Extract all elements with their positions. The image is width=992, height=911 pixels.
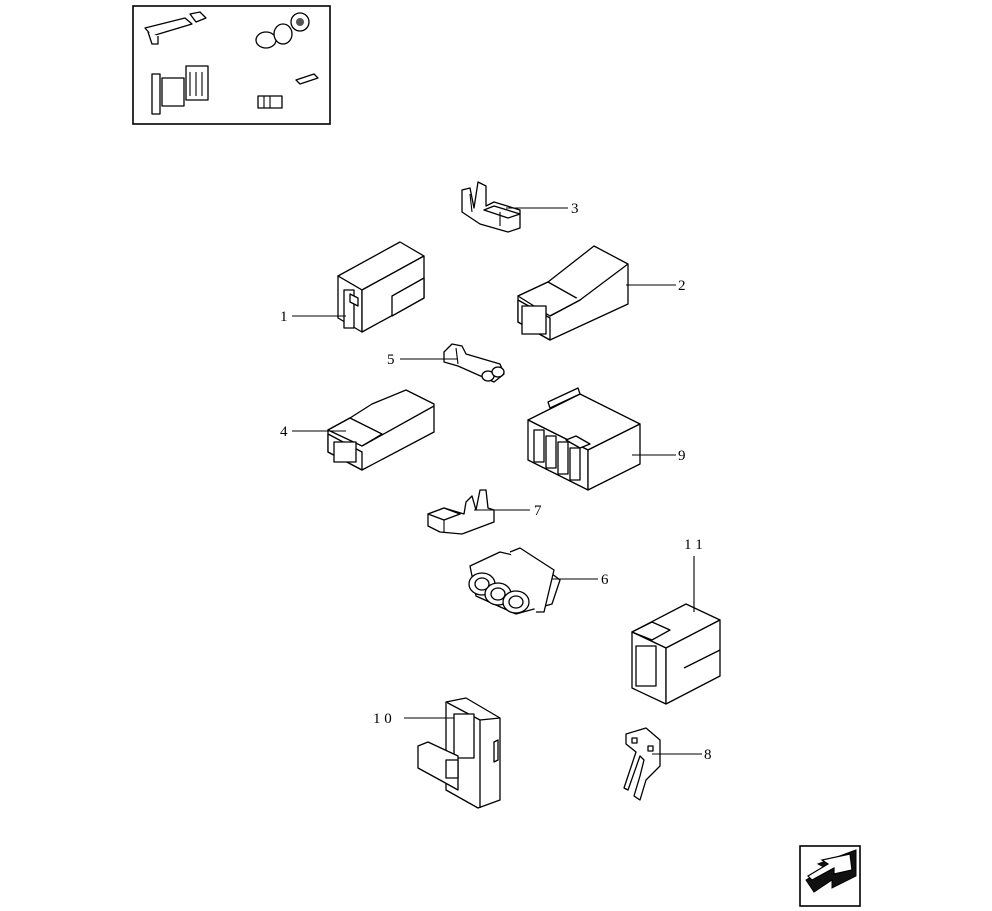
callout-3: 3 <box>571 201 579 217</box>
callout-7: 7 <box>534 503 542 519</box>
callout-1: 1 <box>280 309 288 325</box>
part-10-housing <box>417 697 501 809</box>
part-7-terminal <box>427 489 495 535</box>
leader-lines <box>292 207 702 755</box>
part-3-terminal <box>461 181 521 233</box>
callout-6: 6 <box>601 572 609 588</box>
callout-11: 1 1 <box>684 537 703 553</box>
callout-5: 5 <box>387 352 395 368</box>
callout-9: 9 <box>678 448 686 464</box>
overview-thumbnail-icon[interactable] <box>132 5 331 125</box>
back-arrow-icon[interactable] <box>799 845 861 907</box>
part-8-clip <box>623 727 661 801</box>
part-1-housing <box>337 241 425 333</box>
callout-10: 1 0 <box>373 711 392 727</box>
callout-4: 4 <box>280 424 288 440</box>
part-4-housing <box>327 389 435 471</box>
part-2-housing <box>517 245 629 341</box>
part-5-terminal <box>443 343 505 383</box>
callout-8: 8 <box>704 747 712 763</box>
part-6-seal <box>468 547 561 615</box>
callout-labels: 1 2 3 4 5 6 7 8 9 1 0 1 1 <box>280 201 712 763</box>
part-11-housing <box>631 603 721 705</box>
part-9-housing <box>527 387 641 491</box>
callout-2: 2 <box>678 278 686 294</box>
